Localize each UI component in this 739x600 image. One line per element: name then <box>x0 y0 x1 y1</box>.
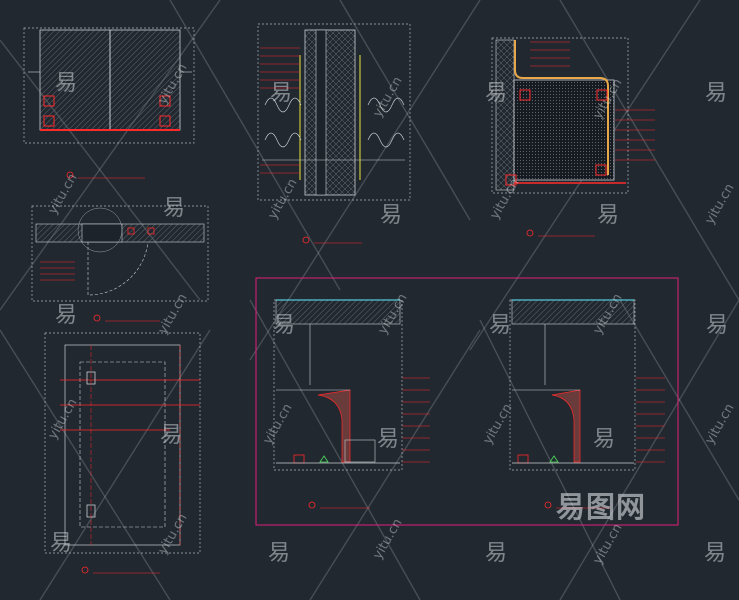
watermark-char: 易 <box>706 313 728 338</box>
watermark-char: 易 <box>593 427 615 452</box>
watermark-domain: yitu.cn <box>45 396 80 442</box>
watermark-domain: yitu.cn <box>155 511 190 557</box>
watermark-char: 易 <box>489 313 511 338</box>
watermark-char: 易 <box>380 203 402 228</box>
watermark-char: 易 <box>704 541 726 566</box>
watermark-domain: yitu.cn <box>702 181 737 227</box>
watermark-char: 易 <box>160 423 182 448</box>
watermark-domain: yitu.cn <box>155 291 190 337</box>
watermark-domain: yitu.cn <box>487 176 522 222</box>
watermark-char: 易 <box>55 303 77 328</box>
watermark-domain: yitu.cn <box>590 521 625 567</box>
watermark-domain: yitu.cn <box>45 171 80 217</box>
detail-panel-d <box>31 205 209 322</box>
watermark-char: 易 <box>163 196 185 221</box>
watermark-char: 易 <box>485 81 507 106</box>
watermark-char: 易 <box>485 541 507 566</box>
watermark-domain: yitu.cn <box>702 401 737 447</box>
watermark-domain: yitu.cn <box>370 74 405 120</box>
watermark-char: 易 <box>55 71 77 96</box>
watermark-domain: yitu.cn <box>260 401 295 447</box>
watermark-char: 易 <box>597 203 619 228</box>
detail-panel-c <box>491 37 655 237</box>
detail-panel-b <box>257 23 411 244</box>
detail-panel-e <box>44 332 201 574</box>
watermark-char: 易 <box>377 427 399 452</box>
highlight-frame <box>255 277 679 526</box>
watermark-char: 易 <box>268 541 290 566</box>
watermark-char: 易 <box>273 313 295 338</box>
watermark-chars: 易 易 易 易 易 易 易 易 易 易 易 易 易 易 易 易 易 易 <box>50 71 728 566</box>
watermark-char: 易 <box>50 531 72 556</box>
watermark-logo: 易图网 <box>556 490 647 524</box>
detail-panel-a <box>23 27 195 179</box>
watermark-char: 易 <box>270 81 292 106</box>
detail-panel-g <box>509 299 665 509</box>
watermark-char: 易 <box>705 81 727 106</box>
detail-panel-f <box>273 299 430 509</box>
watermark-domain: yitu.cn <box>265 176 300 222</box>
